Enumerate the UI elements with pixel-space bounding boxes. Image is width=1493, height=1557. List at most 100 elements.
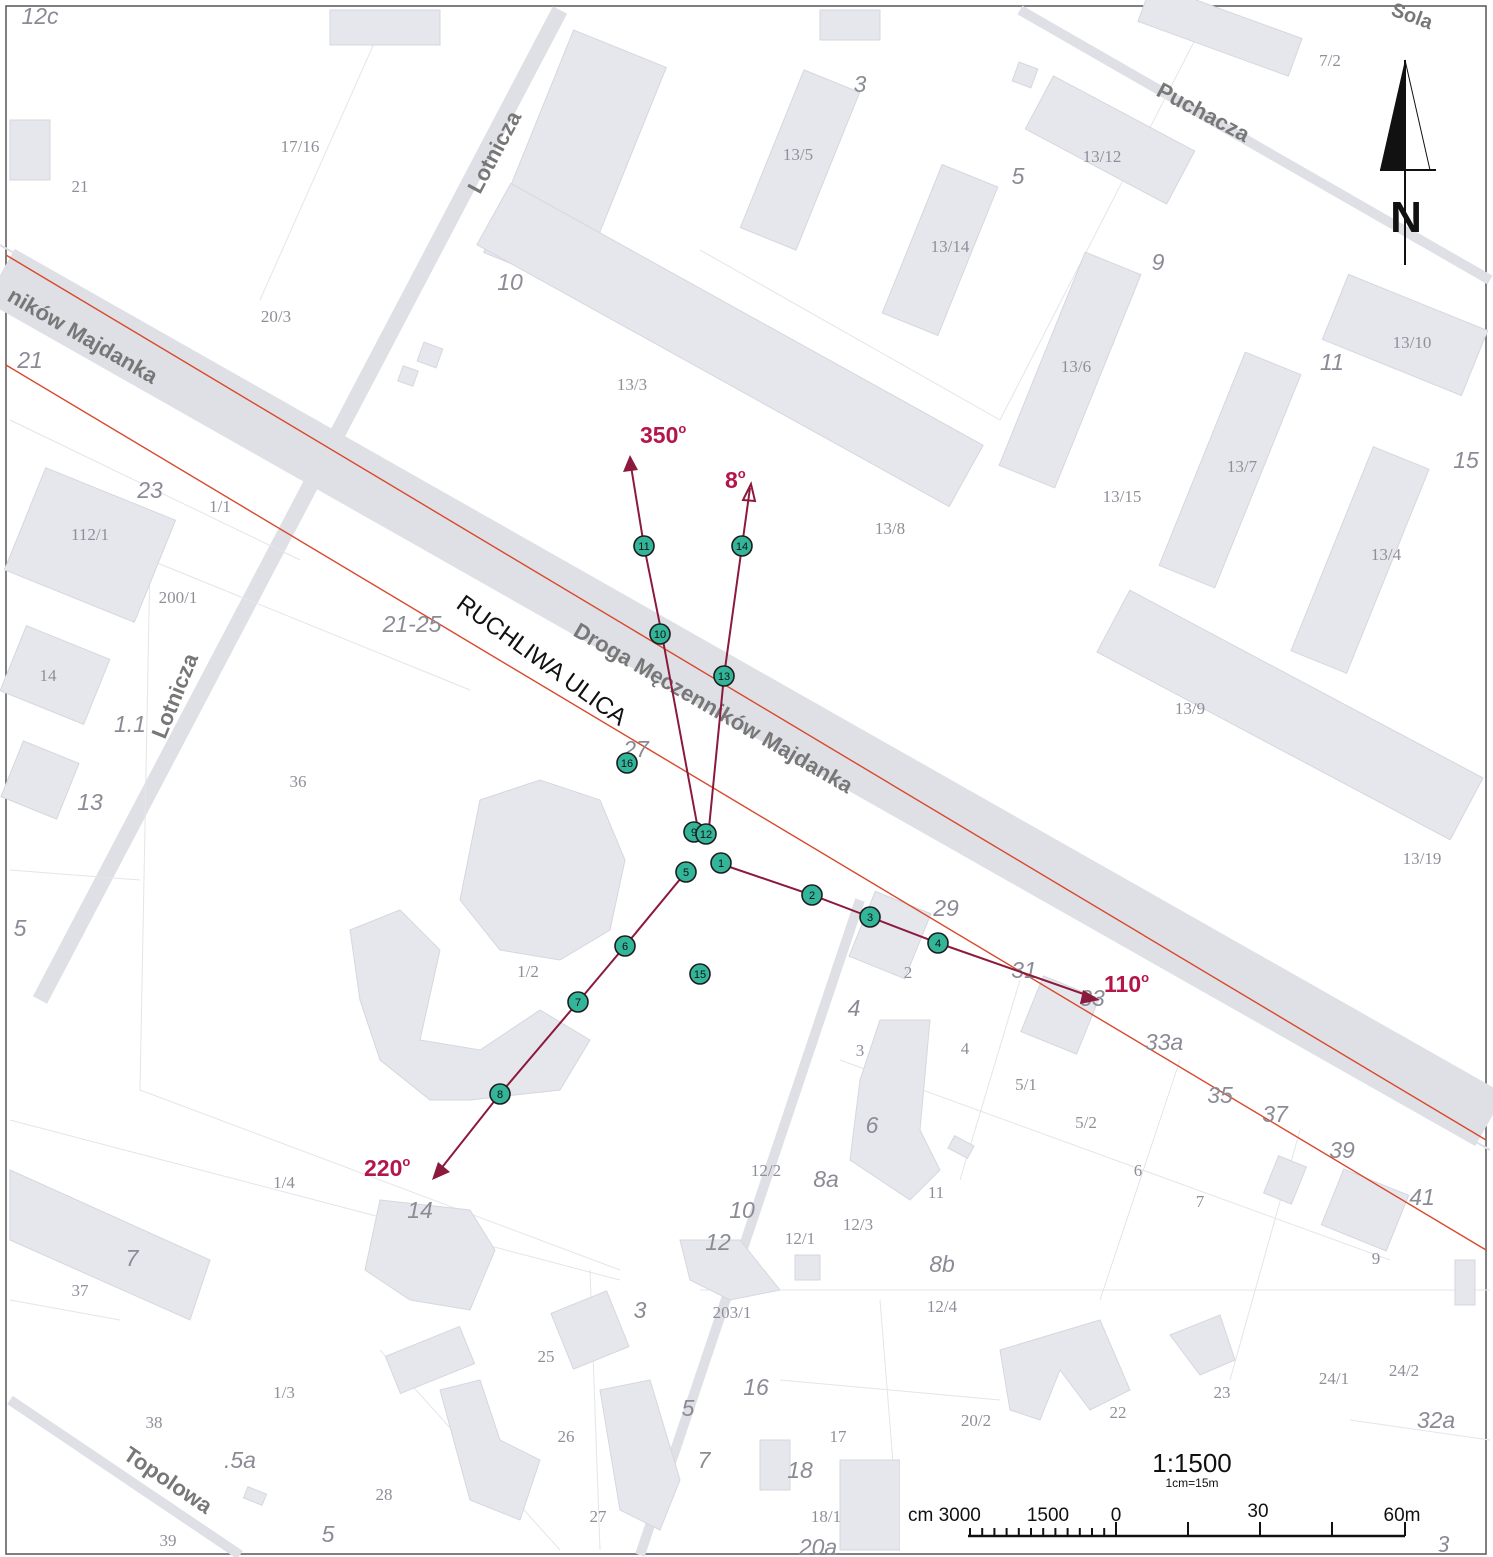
parcel-number: 13/12 <box>1083 147 1122 166</box>
house-number: 10 <box>497 269 523 295</box>
house-number: 23 <box>136 477 163 503</box>
corridor-line-north <box>5 254 1487 1141</box>
measurement-point-label: 3 <box>867 912 873 924</box>
house-number: 18 <box>787 1457 813 1483</box>
house-number: 13 <box>77 789 103 815</box>
scale-label-cm: cm 3000 <box>908 1505 981 1526</box>
parcel-number: 13/5 <box>783 145 813 164</box>
house-numbers: 3591011212321-25271.113529313333a3537394… <box>14 3 1479 1557</box>
measurement-point-label: 14 <box>736 541 748 553</box>
house-number: 8a <box>813 1166 839 1192</box>
measurement-point-label: 11 <box>638 541 649 553</box>
parcel-number: 7 <box>1196 1192 1205 1211</box>
parcel-number: 13/4 <box>1371 545 1402 564</box>
parcel-number: 1/2 <box>517 962 539 981</box>
measurement-point-label: 12 <box>700 829 712 841</box>
parcel-number: 4 <box>961 1039 970 1058</box>
parcel-number: 20/3 <box>261 307 291 326</box>
arrowhead-350 <box>623 455 638 472</box>
house-number: 8b <box>929 1251 955 1277</box>
measurement-point-label: 1 <box>718 858 724 870</box>
house-number: 15 <box>1453 447 1479 473</box>
parcel-number: 1/3 <box>273 1383 295 1402</box>
house-number: 12c <box>21 3 59 29</box>
measurement-point-label: 7 <box>575 997 581 1009</box>
scale-ratio: 1:1500 <box>1152 1448 1232 1478</box>
parcel-number: 24/2 <box>1389 1361 1419 1380</box>
measurement-point-label: 8 <box>497 1089 503 1101</box>
parcel-number: 12/4 <box>927 1297 958 1316</box>
parcel-number: 7/2 <box>1319 51 1341 70</box>
parcel-number: 1/4 <box>273 1173 295 1192</box>
parcel-number: 13/14 <box>931 237 970 256</box>
house-number: 4 <box>848 995 861 1021</box>
parcel-number: 1/1 <box>209 497 231 516</box>
scale-label-0: 0 <box>1111 1505 1122 1526</box>
parcel-number: 9 <box>1372 1249 1381 1268</box>
house-number: 32a <box>1417 1407 1455 1433</box>
north-arrow-label: N <box>1390 193 1422 242</box>
parcel-number: 17/16 <box>281 137 320 156</box>
house-number: 12 <box>705 1229 731 1255</box>
house-number: 21-25 <box>382 611 442 637</box>
house-number: 9 <box>1152 249 1165 275</box>
north-arrow: N <box>1380 59 1436 265</box>
house-number: 5 <box>14 915 27 941</box>
scale-label-60: 60m <box>1384 1505 1421 1526</box>
parcel-number: 21 <box>72 177 89 196</box>
measurement-point-4: 4 <box>927 932 949 954</box>
measurement-point-label: 4 <box>935 938 941 950</box>
measurement-point-15: 15 <box>689 963 711 985</box>
house-number: 41 <box>1409 1184 1435 1210</box>
parcel-number: 13/9 <box>1175 699 1205 718</box>
measurement-point-label: 10 <box>654 629 666 641</box>
measurement-point-16: 16 <box>616 752 638 774</box>
measurement-point-12: 12 <box>695 823 717 845</box>
parcel-number: 13/10 <box>1393 333 1432 352</box>
house-number: 20a <box>798 1534 837 1557</box>
house-number: 7 <box>698 1447 712 1473</box>
parcel-number: 13/6 <box>1061 357 1091 376</box>
measurement-point-6: 6 <box>614 935 636 957</box>
parcel-number: 13/19 <box>1403 849 1442 868</box>
direction-label-110: 110o <box>1104 970 1149 997</box>
parcel-number: 13/7 <box>1227 457 1258 476</box>
parcel-number: 28 <box>376 1485 393 1504</box>
parcel-number: 23 <box>1214 1383 1231 1402</box>
house-number: 6 <box>866 1112 879 1138</box>
measurement-point-3: 3 <box>859 906 881 928</box>
measurement-point-label: 6 <box>622 941 628 953</box>
house-number: 33a <box>1145 1029 1183 1055</box>
measurement-point-label: 16 <box>621 758 633 770</box>
house-number: 3 <box>854 71 867 97</box>
measurement-point-5: 5 <box>675 861 697 883</box>
parcel-number: 13/15 <box>1103 487 1142 506</box>
arrowhead-8 <box>741 481 757 503</box>
house-number: 16 <box>743 1374 769 1400</box>
parcel-number: 3 <box>856 1041 865 1060</box>
direction-label-8: 8o <box>725 466 746 493</box>
parcel-number: 27 <box>590 1507 608 1526</box>
parcel-number: 22 <box>1110 1403 1127 1422</box>
scale-label-30: 30 <box>1247 1501 1268 1522</box>
measurement-point-label: 5 <box>683 867 689 879</box>
house-number: 39 <box>1329 1137 1355 1163</box>
measurement-point-13: 13 <box>713 665 735 687</box>
measurement-point-10: 10 <box>649 623 671 645</box>
measurement-point-label: 2 <box>809 890 815 902</box>
house-number: 21 <box>16 347 43 373</box>
scale-subtitle: 1cm=15m <box>1165 1476 1218 1490</box>
parcel-number: 20/2 <box>961 1411 991 1430</box>
scale-label-1500: 1500 <box>1027 1505 1069 1526</box>
parcel-number: 39 <box>160 1531 177 1550</box>
direction-label-220: 220o <box>364 1154 410 1181</box>
house-number: 5 <box>322 1521 335 1547</box>
parcel-number: 25 <box>538 1347 555 1366</box>
line-350 <box>629 459 701 841</box>
measurement-point-8: 8 <box>489 1083 511 1105</box>
parcel-number: 18/1 <box>811 1507 841 1526</box>
scale-bar: 1:1500 1cm=15m cm 3000 1500 0 30 60m <box>900 1440 1440 1550</box>
parcel-number: 38 <box>146 1413 163 1432</box>
